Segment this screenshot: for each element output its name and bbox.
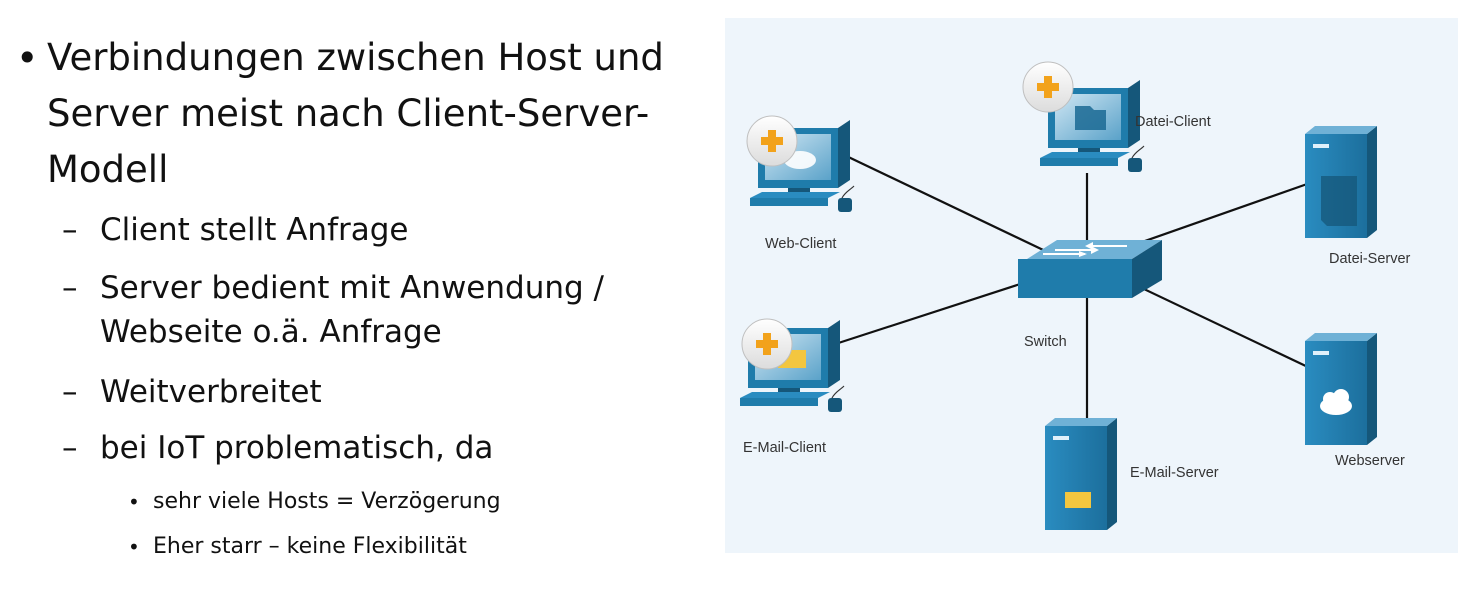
plus-badge-icon <box>746 115 798 167</box>
sub-bullet-dash: – <box>62 212 78 248</box>
link-email-client <box>822 274 1046 350</box>
link-datei-server <box>1124 181 1311 250</box>
email-server-icon <box>1045 418 1117 530</box>
sub-bullet-1-text: Client stellt Anfrage <box>100 212 409 248</box>
subsub-bullet-1-text: sehr viele Hosts = Verzögerung <box>153 489 501 514</box>
sub-bullet-4-text: bei IoT problematisch, da <box>100 430 494 466</box>
sub-bullet-3-text: Weitverbreitet <box>100 374 322 410</box>
network-diagram: Web-Client Datei-Client Datei-Server Swi… <box>725 18 1458 553</box>
webserver-icon <box>1305 333 1377 445</box>
bullet-list: • Verbindungen zwischen Host und Server … <box>0 0 710 596</box>
label-datei-server: Datei-Server <box>1329 251 1411 267</box>
label-email-server: E-Mail-Server <box>1130 465 1219 481</box>
label-datei-client: Datei-Client <box>1135 114 1211 130</box>
connection-lines <box>822 152 1311 423</box>
label-webserver: Webserver <box>1335 453 1405 469</box>
label-web-client: Web-Client <box>765 236 836 252</box>
bullet-main-line-1: Verbindungen zwischen Host und <box>47 36 664 79</box>
plus-badge-icon <box>741 318 793 370</box>
sub-bullet-dash: – <box>62 270 78 306</box>
datei-server-icon <box>1305 126 1377 238</box>
sub-bullet-2-line-1: Server bedient mit Anwendung / <box>100 270 604 306</box>
subsub-bullet-2-text: Eher starr – keine Flexibilität <box>153 534 467 559</box>
link-web-client <box>839 152 1061 259</box>
sub-bullet-2-line-2: Webseite o.ä. Anfrage <box>100 314 442 350</box>
bullet-dot: • <box>16 36 39 80</box>
bullet-main-line-2: Server meist nach Client-Server- <box>47 92 650 135</box>
label-email-client: E-Mail-Client <box>743 440 826 456</box>
subsub-bullet-dot: • <box>128 490 140 514</box>
bullet-main-text: Verbindungen zwischen Host und Server me… <box>47 30 687 198</box>
link-webserver <box>1124 279 1311 369</box>
subsub-bullet-dot: • <box>128 535 140 559</box>
label-switch: Switch <box>1024 334 1067 350</box>
bullet-main-line-3: Modell <box>47 148 169 191</box>
sub-bullet-2-text: Server bedient mit Anwendung / Webseite … <box>100 266 660 354</box>
plus-badge-icon <box>1022 61 1074 113</box>
network-diagram-svg: Web-Client Datei-Client Datei-Server Swi… <box>740 61 1411 530</box>
sub-bullet-dash: – <box>62 430 78 466</box>
switch-icon <box>1018 240 1162 298</box>
sub-bullet-dash: – <box>62 374 78 410</box>
